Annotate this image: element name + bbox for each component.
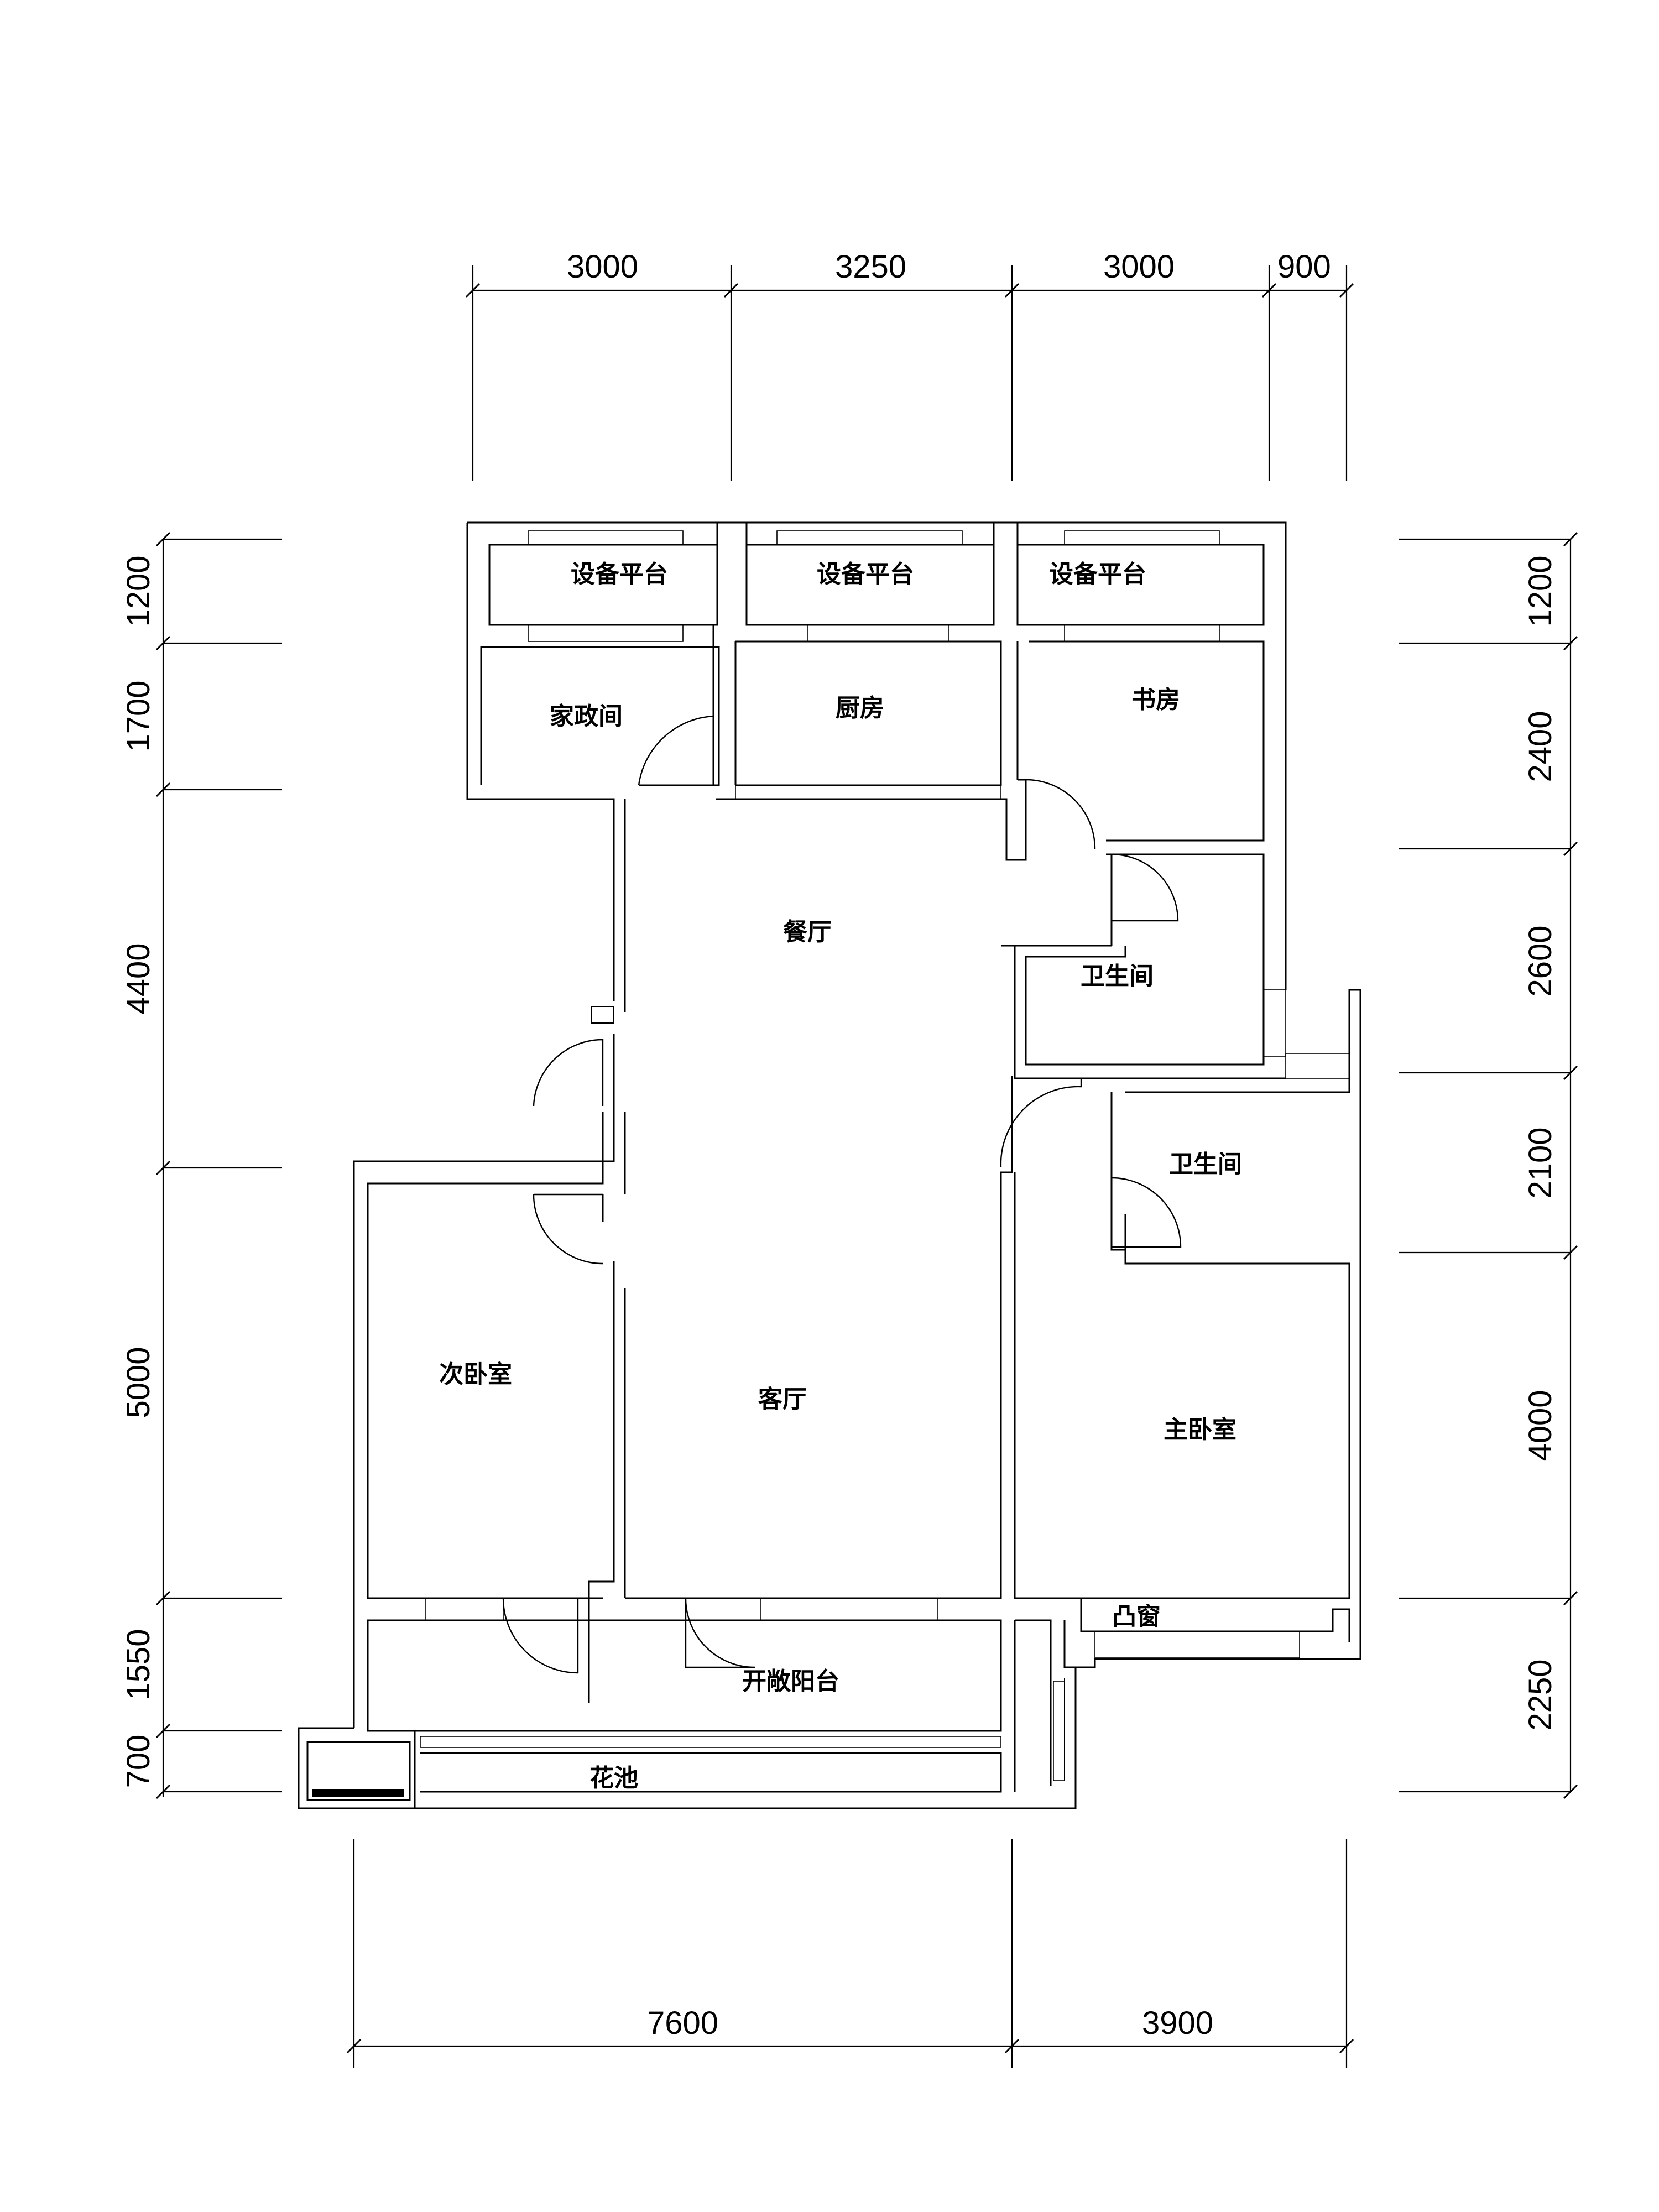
dim-left-5: 1550 [121, 1629, 156, 1700]
dim-right-1: 1200 [1522, 555, 1558, 627]
label-housekeeping-room: 家政间 [550, 702, 623, 731]
dim-top-4: 900 [1277, 249, 1331, 285]
dim-right-5: 4000 [1522, 1390, 1558, 1461]
dimension-lines-top [465, 265, 1354, 481]
label-bathroom-1: 卫生间 [1081, 962, 1154, 990]
label-equip-platform-3: 设备平台 [1049, 560, 1146, 588]
label-dining-room: 餐厅 [783, 918, 832, 946]
dim-left-3: 4400 [121, 943, 156, 1014]
dimension-labels-left: 1200 1700 4400 5000 1550 700 [121, 555, 156, 1788]
dim-left-4: 5000 [121, 1347, 156, 1418]
dim-left-2: 1700 [121, 680, 156, 752]
label-equip-platform-2: 设备平台 [817, 560, 914, 588]
dim-top-2: 3250 [835, 249, 906, 285]
dimension-lines-bottom [346, 1839, 1354, 2068]
label-living-room: 客厅 [758, 1385, 807, 1413]
room-labels: 设备平台 设备平台 设备平台 家政间 厨房 书房 餐厅 卫生间 卫生间 次卧室 … [439, 560, 1242, 1792]
dim-right-3: 2600 [1522, 925, 1558, 997]
dim-top-1: 3000 [567, 249, 638, 285]
dim-bottom-2: 3900 [1142, 2005, 1213, 2041]
dim-right-6: 2250 [1522, 1659, 1558, 1730]
dim-right-4: 2100 [1522, 1127, 1558, 1198]
dim-bottom-1: 7600 [647, 2005, 718, 2041]
label-open-balcony: 开敞阳台 [742, 1667, 839, 1695]
windows [312, 530, 1350, 1797]
label-bay-window: 凸窗 [1112, 1603, 1161, 1631]
dim-top-3: 3000 [1103, 249, 1175, 285]
dim-left-6: 700 [121, 1735, 156, 1788]
label-second-bedroom: 次卧室 [439, 1360, 512, 1389]
label-kitchen: 厨房 [836, 694, 884, 722]
dim-right-2: 2400 [1522, 711, 1558, 782]
doors [502, 715, 1182, 1674]
dimension-lines-left [155, 531, 282, 1799]
label-equip-platform-1: 设备平台 [571, 560, 668, 588]
label-bathroom-2: 卫生间 [1169, 1150, 1242, 1178]
label-study: 书房 [1131, 686, 1180, 714]
dim-left-1: 1200 [121, 555, 156, 627]
label-master-bedroom: 主卧室 [1164, 1416, 1237, 1444]
label-flower-bed: 花池 [589, 1764, 638, 1792]
dimension-labels-right: 1200 2400 2600 2100 4000 2250 [1522, 555, 1558, 1730]
dimension-labels-top: 3000 3250 3000 900 [567, 249, 1331, 285]
dimension-lines-right [1399, 531, 1578, 1799]
dimension-labels-bottom: 7600 3900 [647, 2005, 1213, 2041]
